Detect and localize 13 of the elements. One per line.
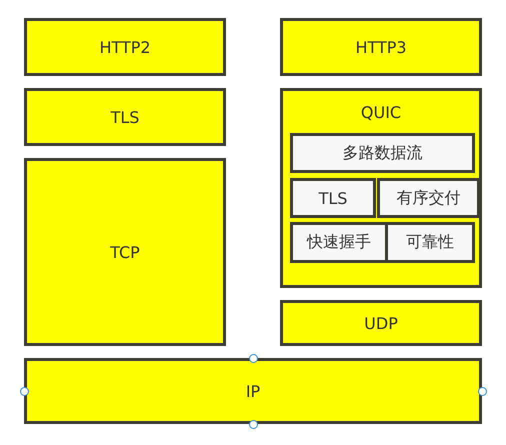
feature-box: TLS (290, 178, 376, 218)
layer-box: TLS (24, 88, 226, 146)
feature-box: 多路数据流 (290, 133, 475, 173)
feature-box: 可靠性 (385, 222, 475, 263)
layer-box: IP (24, 358, 482, 424)
layer-box: HTTP2 (24, 18, 226, 76)
layer-box: TCP (24, 158, 226, 346)
layer-box: HTTP3 (280, 18, 482, 76)
layer-box (280, 88, 482, 288)
layer-box: UDP (280, 300, 482, 346)
layer-title: QUIC (360, 103, 402, 122)
feature-box: 有序交付 (377, 178, 480, 218)
feature-box: 快速握手 (290, 222, 388, 263)
